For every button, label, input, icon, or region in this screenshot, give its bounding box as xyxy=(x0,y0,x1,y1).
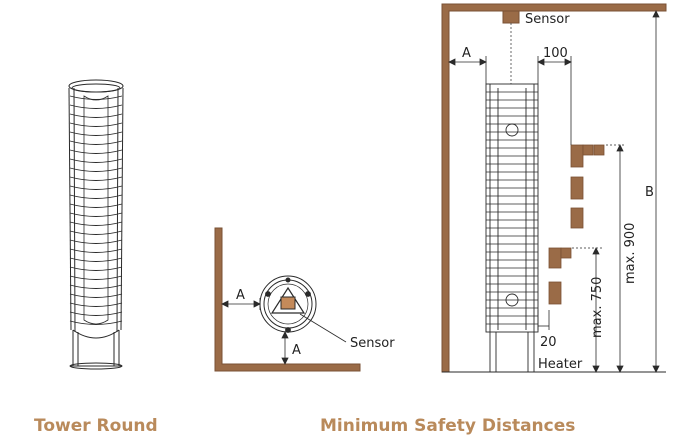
heater-ring-bar xyxy=(69,104,123,109)
heater-ring-bar xyxy=(69,140,123,145)
heater-ring-bar xyxy=(69,266,123,271)
heater-ring-bar xyxy=(69,221,123,226)
heater-elevation xyxy=(485,83,539,372)
elev-dim-a: A xyxy=(462,46,471,61)
product-caption: Tower Round xyxy=(34,416,158,436)
corner-wall xyxy=(214,227,361,372)
heater-ring-bar xyxy=(69,320,123,325)
heater-ring-bar xyxy=(69,113,123,118)
heater-ring-bar xyxy=(69,149,123,154)
heater-ring-bar xyxy=(69,275,123,280)
heater-ring-bar xyxy=(69,257,123,262)
heater-ring-bar xyxy=(69,230,123,235)
plan-sensor-label: Sensor xyxy=(350,336,395,351)
heater-ring-bar xyxy=(69,167,123,172)
heater-ring-bar xyxy=(69,212,123,217)
elev-dim-max900: max. 900 xyxy=(623,223,638,284)
heater-ring-bar xyxy=(69,122,123,127)
heater-ring-bar xyxy=(69,284,123,289)
elevation-view-diagram: Sensor A 100 B max. 900 max. 750 20 Heat… xyxy=(441,3,667,373)
heater-ring-bar xyxy=(69,95,123,100)
elev-dim-b: B xyxy=(645,185,654,200)
elev-sensor-label: Sensor xyxy=(525,12,570,27)
elev-heater-label: Heater xyxy=(538,357,583,372)
heater-ring-bar xyxy=(69,203,123,208)
elev-dim-100: 100 xyxy=(543,46,568,61)
heater-ring-bar xyxy=(69,311,123,316)
plan-view-diagram: A A Sensor xyxy=(214,227,395,372)
elev-dim-20: 20 xyxy=(540,335,557,350)
ceiling-sensor-block xyxy=(502,10,520,24)
heater-ring-bar xyxy=(69,131,123,136)
tower-round-heater-illustration xyxy=(68,79,124,370)
sensor-position-blocks xyxy=(548,144,605,305)
heater-ring-bar xyxy=(69,239,123,244)
plan-dim-a-side: A xyxy=(236,288,245,303)
heater-ring-bar xyxy=(69,185,123,190)
elev-dim-max750: max. 750 xyxy=(590,277,605,338)
heater-ring-bar xyxy=(69,176,123,181)
heater-ring-bar xyxy=(69,158,123,163)
heater-ring-bar xyxy=(69,194,123,199)
section-caption: Minimum Safety Distances xyxy=(320,416,576,436)
heater-top-view xyxy=(259,275,317,333)
heater-ring-bar xyxy=(69,248,123,253)
heater-ring-bar xyxy=(69,302,123,307)
heater-ring-bar xyxy=(69,293,123,298)
plan-dim-a-bottom: A xyxy=(292,343,301,358)
